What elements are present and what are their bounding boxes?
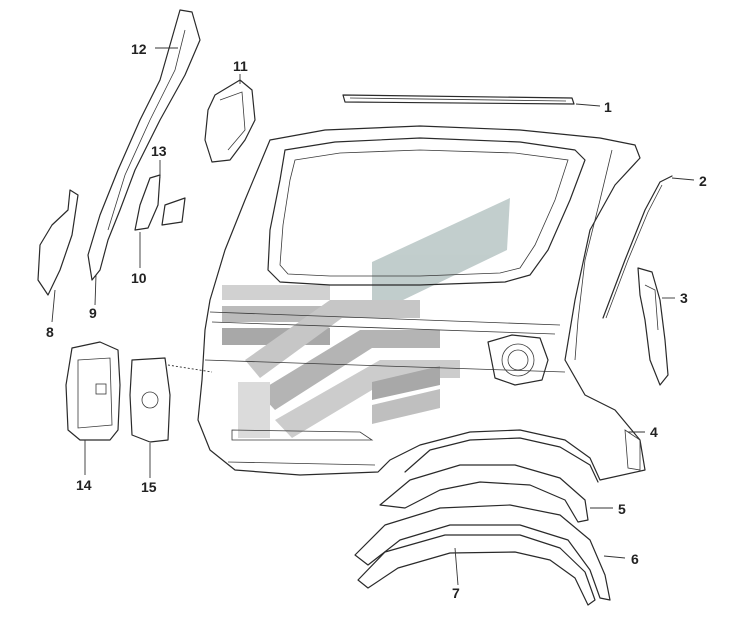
callout-1: 1 (604, 99, 612, 115)
quarter-panel-body (197, 125, 646, 483)
part-11-bracket (204, 79, 256, 163)
callout-10: 10 (131, 270, 147, 286)
watermark-logo (222, 198, 510, 438)
part-7-wheel-arch-molding (357, 534, 596, 606)
part-8-panel (37, 189, 79, 296)
callout-4: 4 (650, 424, 658, 440)
callout-3: 3 (680, 290, 688, 306)
callout-9: 9 (89, 305, 97, 321)
part-12-pillar (87, 9, 201, 281)
part-13-bracket (134, 174, 161, 231)
part-15-reinforcement (129, 357, 171, 443)
leader-lines (51, 47, 695, 586)
part-1-roof-rail-molding (342, 94, 575, 105)
part-14-lamp-housing (65, 341, 121, 441)
part-2-weather-strip (602, 175, 673, 319)
callout-11: 11 (233, 58, 248, 74)
part-3-pillar-reinforcement (637, 267, 669, 386)
callout-14: 14 (76, 477, 92, 493)
part-10-clip (161, 197, 186, 226)
callout-5: 5 (618, 501, 626, 517)
fuel-filler-door (487, 334, 549, 386)
callout-12: 12 (131, 41, 147, 57)
callout-13: 13 (151, 143, 167, 159)
callout-7: 7 (452, 585, 460, 601)
callout-labels: 1 2 3 4 5 6 7 8 9 10 11 12 13 14 15 (46, 41, 707, 601)
callout-6: 6 (631, 551, 639, 567)
part-6-fender-flare (354, 504, 611, 601)
callout-15: 15 (141, 479, 157, 495)
part-5-wheel-arch-liner (379, 464, 589, 523)
callout-2: 2 (699, 173, 707, 189)
callout-8: 8 (46, 324, 54, 340)
